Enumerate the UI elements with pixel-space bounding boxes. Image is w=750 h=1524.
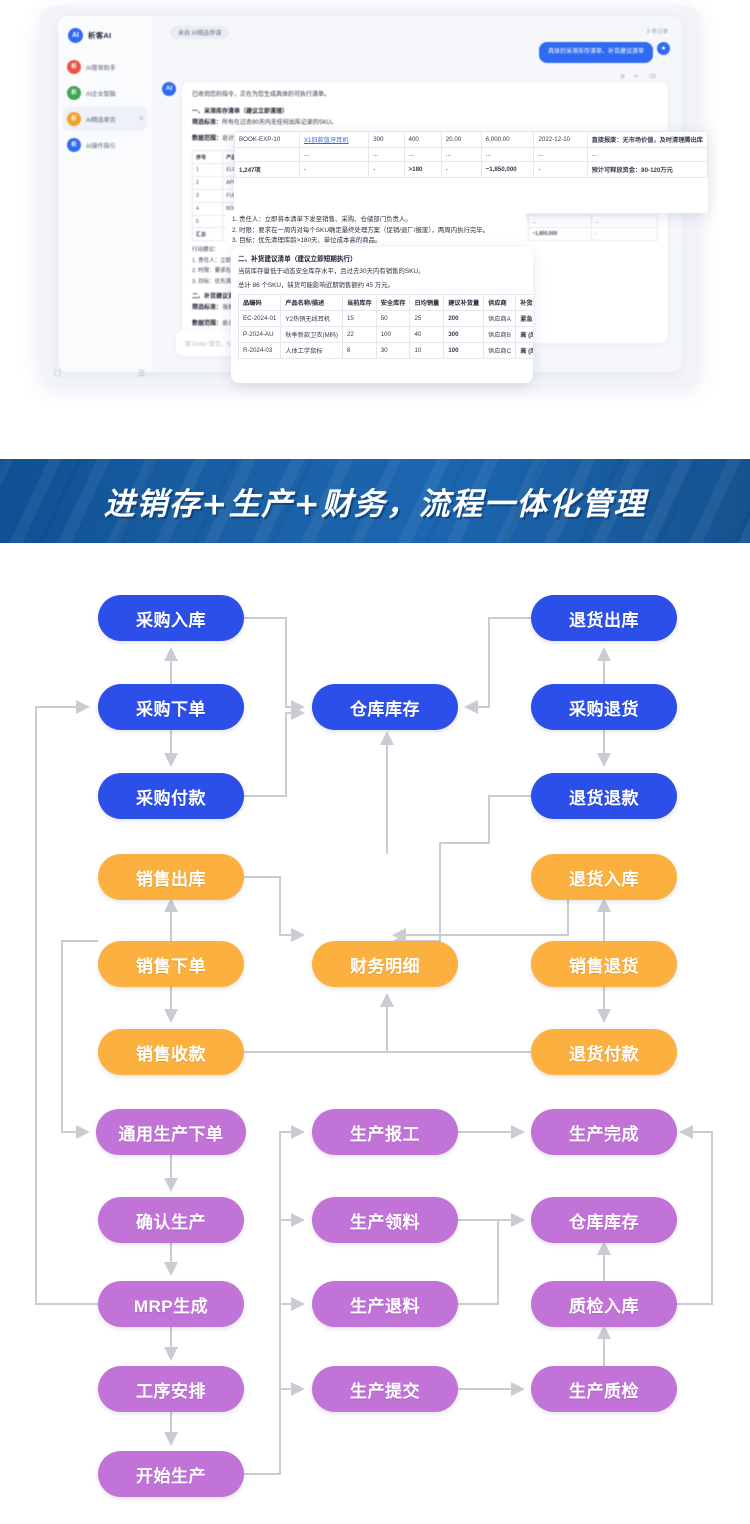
node-return-inbound[interactable]: 退货入库 — [531, 854, 677, 900]
brand: AI 析客AI — [58, 16, 152, 53]
replenish-table: 品编码 产品名称/描述 当前库存 安全库存 日均销量 建议补货量 供应商 补货紧… — [237, 294, 533, 360]
user-message-row: 具体的呆滞库存清单、补货建议清单 ● — [538, 42, 670, 63]
table-row: ... ...... ...... ...... — [234, 147, 708, 162]
flowchart: 采购入库 采购下单 采购付款 仓库库存 退货出库 采购退货 退货退款 销售出库 … — [0, 543, 750, 1524]
app-screenshot: AI 析客AI 析 AI营单助手 析 AI企业智脑 析 AI精选单页 ⧉ — [0, 0, 750, 455]
overlay-actions: 1. 责任人：立即将本清单下发至销售、采购、仓储部门负责人。 2. 时限：要求在… — [226, 211, 526, 253]
table-total-row: 1,247项 - - >180 - ~1,850,000 - 预计可释放资金：8… — [234, 161, 708, 178]
sidebar-item-0[interactable]: 析 AI营单助手 — [63, 55, 147, 79]
col-urgency: 补货紧急度 — [515, 294, 533, 312]
action-item: 2. 时限：要求在一周内对每个SKU确定最终处理方案（促销/退厂/报废），两周内… — [232, 226, 490, 234]
banner-stripes-dark — [0, 459, 750, 543]
node-confirm-production[interactable]: 确认生产 — [98, 1197, 244, 1243]
ai-intro: 已收到您的指令，正在为您生成具体的可执行清单。 — [192, 92, 331, 98]
col-sku: 品编码 — [237, 294, 282, 312]
col-suggest: 建议补货量 — [443, 294, 485, 312]
replenish-scope: 总计 86 个SKU，缺货可能影响近期销售额约 45 万元。 — [238, 282, 394, 290]
app-icon-red: 析 — [67, 60, 81, 74]
node-mrp-generate[interactable]: MRP生成 — [98, 1281, 244, 1327]
node-sales-receipt[interactable]: 销售收款 — [98, 1029, 244, 1075]
node-production-picking[interactable]: 生产领料 — [312, 1197, 458, 1243]
node-sales-return[interactable]: 销售退货 — [531, 941, 677, 987]
sidebar-item-label: AI企业智脑 — [86, 91, 116, 98]
node-production-submit[interactable]: 生产提交 — [312, 1366, 458, 1412]
node-production-report[interactable]: 生产报工 — [312, 1109, 458, 1155]
node-sales-order[interactable]: 销售下单 — [98, 941, 244, 987]
col-daily: 日均销量 — [409, 294, 445, 312]
section-banner: 进销存+生产+财务，流程一体化管理 — [0, 459, 750, 543]
node-production-qc[interactable]: 生产质检 — [531, 1366, 677, 1412]
node-sales-outbound[interactable]: 销售出库 — [98, 854, 244, 900]
sidebar-item-3[interactable]: 析 AI操作指引 — [63, 133, 147, 157]
col-stock: 当前库存 — [341, 294, 377, 312]
node-purchase-payment[interactable]: 采购付款 — [98, 773, 244, 819]
section-1-rule: 筛选标准：所有在过去90天内无任何出库记录的SKU。 — [192, 120, 338, 127]
node-finance-detail[interactable]: 财务明细 — [312, 941, 458, 987]
message-actions[interactable]: ⧉ ⟳ ⌫ — [620, 74, 660, 80]
app-icon-orange: 析 — [67, 112, 81, 126]
avatar: ● — [657, 42, 670, 55]
brand-label: 析客AI — [88, 31, 112, 40]
copy-icon[interactable]: ⧉ — [139, 116, 143, 122]
menu-icon[interactable]: ☰ — [138, 369, 146, 378]
node-qc-inbound[interactable]: 质检入库 — [531, 1281, 677, 1327]
overlay-stale-table: BOOK-EXP-10 X1旧款蓝牙耳机 300 400 20.00 6,000… — [234, 131, 708, 213]
sidebar-item-2[interactable]: 析 AI精选单页 ⧉ — [63, 107, 147, 131]
node-start-production[interactable]: 开始生产 — [98, 1451, 244, 1497]
sidebar-item-1[interactable]: 析 AI企业智脑 — [63, 81, 147, 105]
source-tag: 来自 AI精选参谋 — [170, 26, 230, 39]
action-item: 3. 目标：优先清理库龄>180天、单位成本高的商品。 — [232, 237, 382, 245]
table-header-row: 品编码 产品名称/描述 当前库存 安全库存 日均销量 建议补货量 供应商 补货紧… — [237, 294, 533, 312]
sidebar: AI 析客AI 析 AI营单助手 析 AI企业智脑 析 AI精选单页 ⧉ — [58, 16, 153, 372]
banner-stripes — [0, 459, 750, 543]
record-count: 8 条记录 — [646, 29, 668, 35]
col-safety: 安全库存 — [375, 294, 411, 312]
flow-connectors — [35, 617, 713, 1475]
replenish-rule: 当前库存量低于动态安全库存水平，且过去30天内有销售的SKU。 — [238, 268, 425, 275]
col-index: 序号 — [191, 150, 224, 165]
node-purchase-inbound[interactable]: 采购入库 — [98, 595, 244, 641]
replenish-title: 二、补货建议清单（建议立即短期执行） — [238, 256, 357, 263]
banner-title: 进销存+生产+财务，流程一体化管理 — [103, 486, 647, 523]
actions-title: 行动建议： — [192, 247, 220, 254]
node-production-return-mat[interactable]: 生产退料 — [312, 1281, 458, 1327]
node-return-outbound[interactable]: 退货出库 — [531, 595, 677, 641]
node-purchase-order[interactable]: 采购下单 — [98, 684, 244, 730]
sidebar-item-label: AI营单助手 — [86, 65, 116, 72]
sidebar-item-label: AI操作指引 — [86, 143, 116, 150]
sidebar-item-label: AI精选单页 — [86, 117, 116, 124]
overlay-replenish-panel: 二、补货建议清单（建议立即短期执行） 当前库存量低于动态安全库存水平，且过去30… — [231, 247, 533, 383]
brand-logo-icon: AI — [68, 28, 83, 43]
ai-avatar: AI — [162, 82, 176, 96]
col-name: 产品名称/描述 — [280, 294, 343, 312]
node-warehouse-stock-2[interactable]: 仓库库存 — [531, 1197, 677, 1243]
node-warehouse-stock-1[interactable]: 仓库库存 — [312, 684, 458, 730]
node-general-production-order[interactable]: 通用生产下单 — [96, 1109, 246, 1155]
node-purchase-return[interactable]: 采购退货 — [531, 684, 677, 730]
user-message: 具体的呆滞库存清单、补货建议清单 — [538, 42, 653, 63]
node-return-refund[interactable]: 退货退款 — [531, 773, 677, 819]
section-1-title: 一、呆滞库存清单（建议立即清理） — [192, 109, 289, 116]
node-production-complete[interactable]: 生产完成 — [531, 1109, 677, 1155]
action-item: 1. 责任人：立即将本清单下发至销售、采购、仓储部门负责人。 — [232, 216, 412, 223]
window-icon[interactable]: ☐ — [54, 369, 62, 378]
col-supplier: 供应商 — [483, 294, 517, 312]
app-icon-green: 析 — [67, 86, 81, 100]
node-process-schedule[interactable]: 工序安排 — [98, 1366, 244, 1412]
node-return-payment[interactable]: 退货付款 — [531, 1029, 677, 1075]
app-icon-blue: 析 — [67, 138, 81, 152]
table-row: BOOK-EXP-10 X1旧款蓝牙耳机 300 400 20.00 6,000… — [234, 131, 708, 148]
